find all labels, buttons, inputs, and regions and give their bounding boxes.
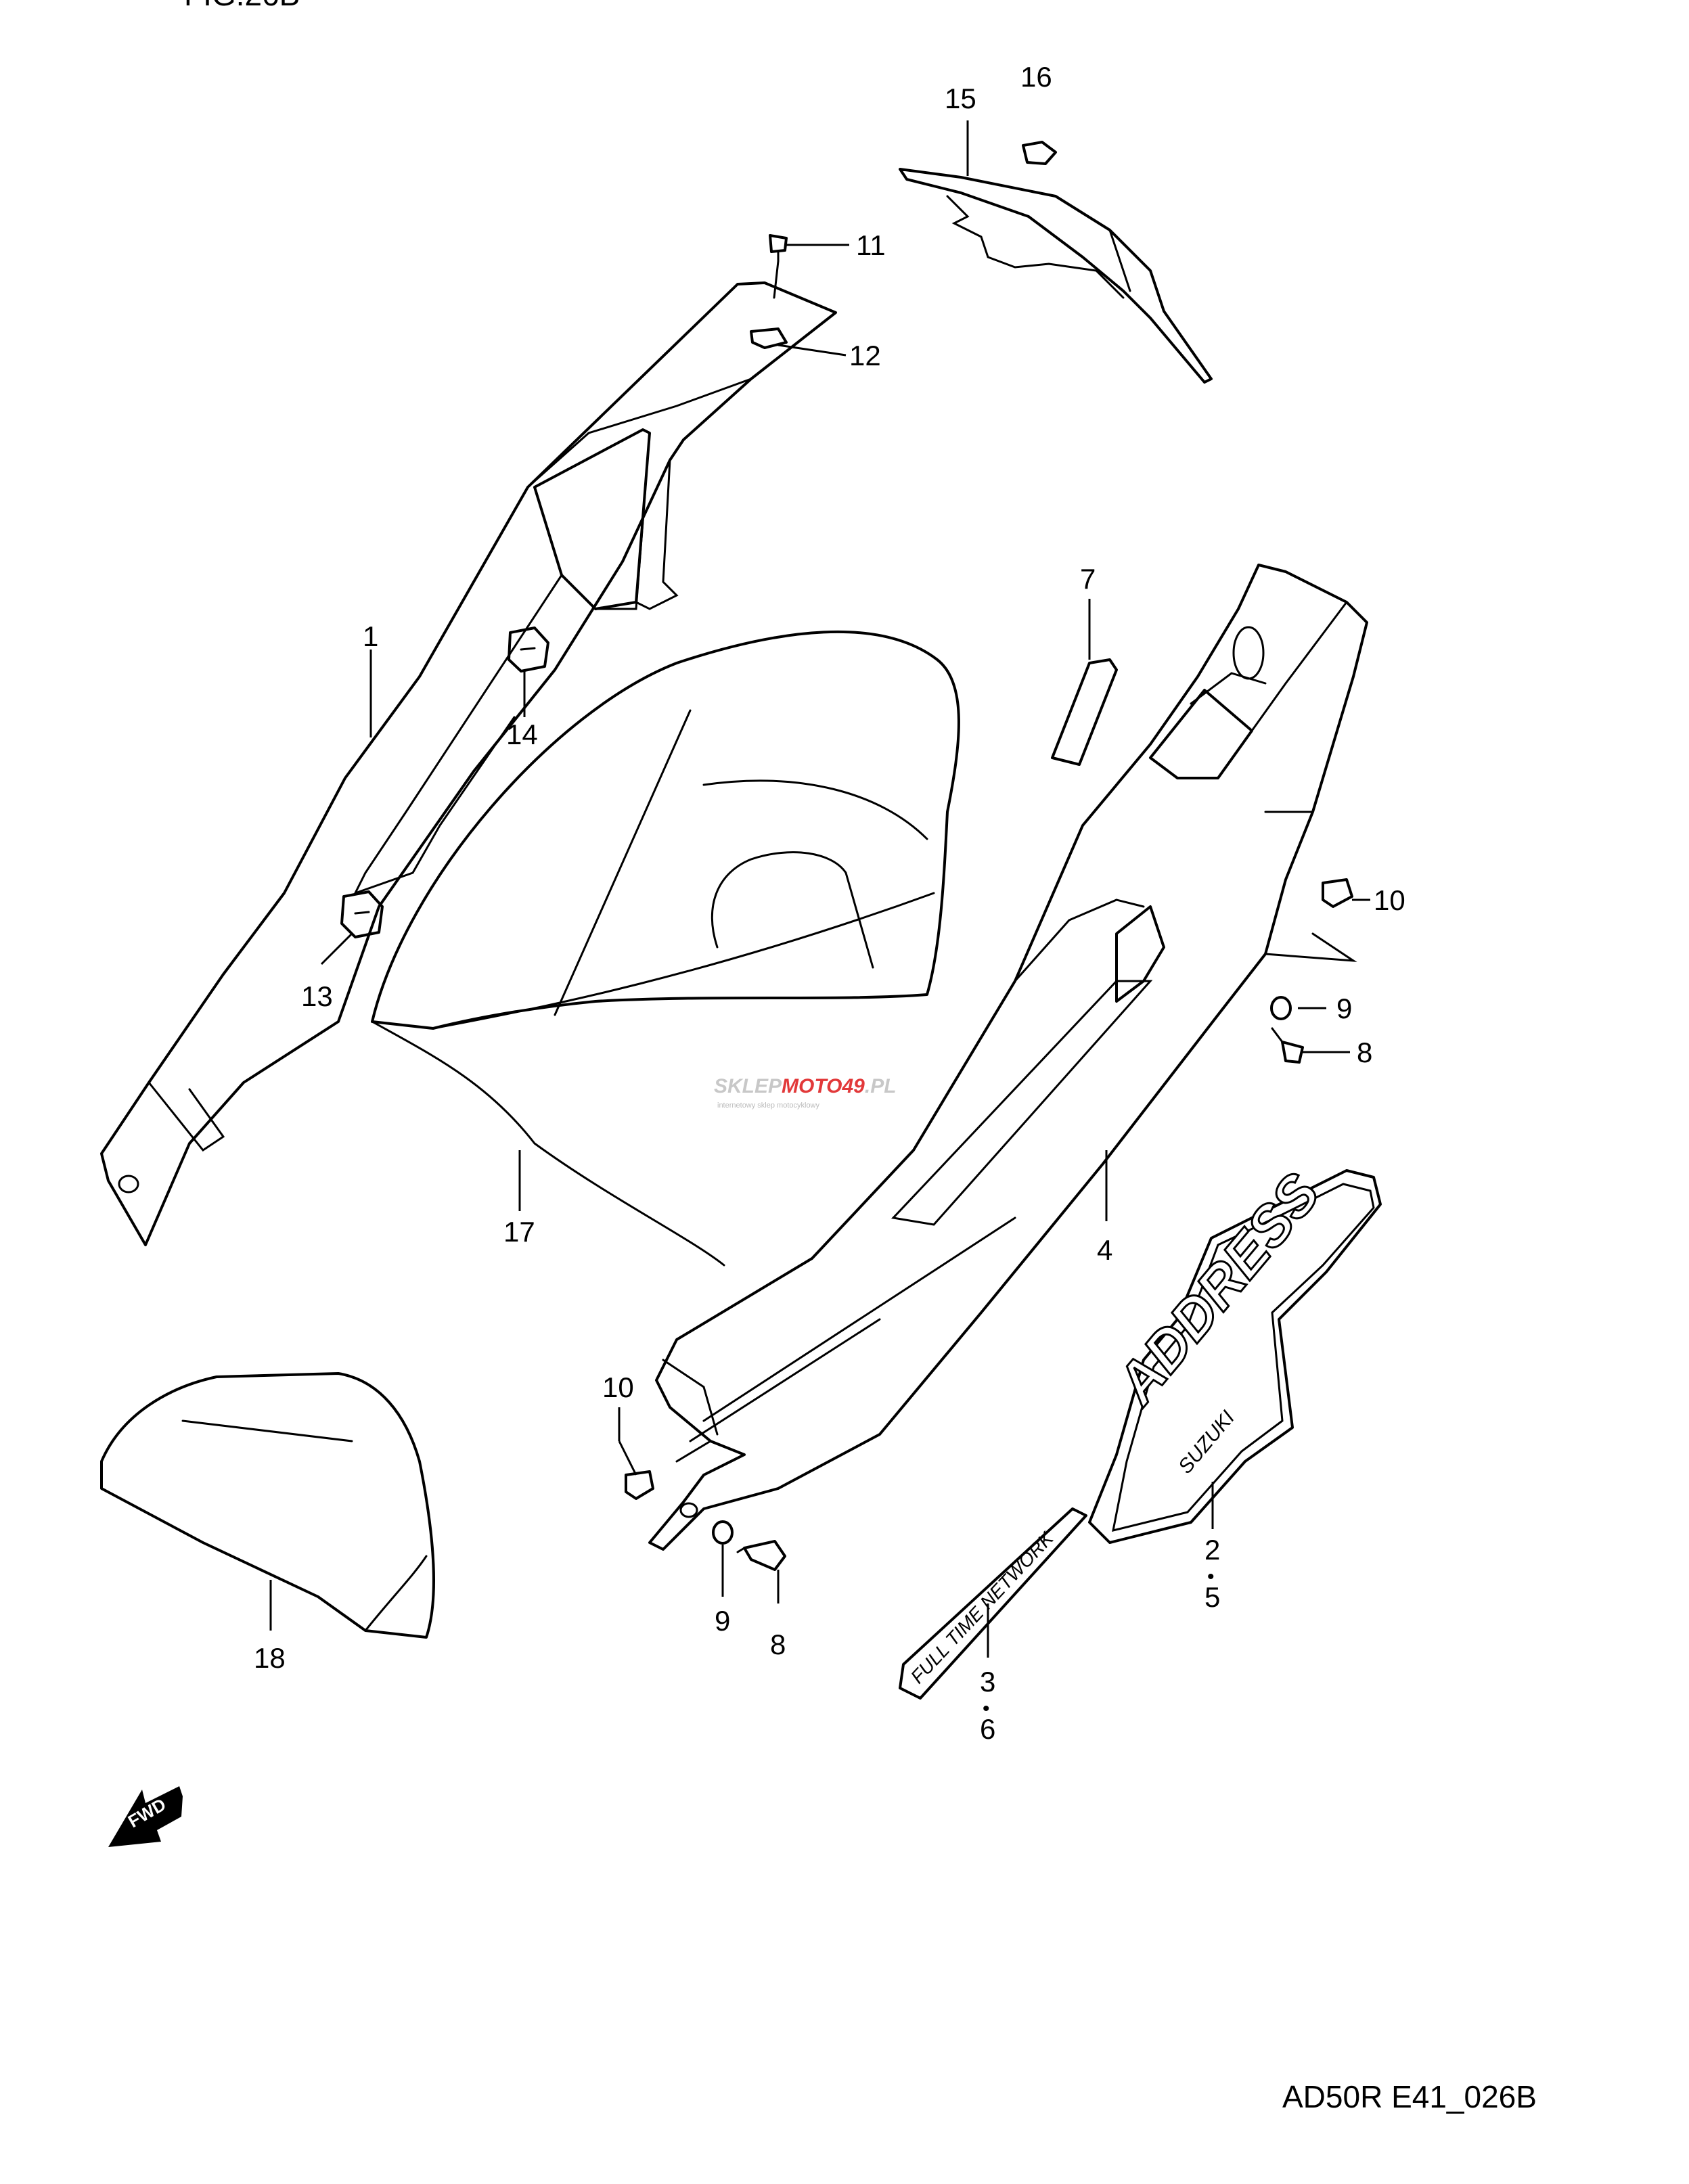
part-2-5-address-decal: ADDRESS SUZUKI [1088, 1160, 1382, 1544]
callout-18: 18 [254, 1642, 286, 1674]
callout-3: 3 [980, 1666, 995, 1698]
callout-5: 5 [1204, 1581, 1220, 1613]
callout-dot-2-5: • [1207, 1566, 1215, 1588]
callout-12: 12 [849, 340, 881, 371]
part-1-left-frame-cover [100, 281, 837, 1246]
part-12-clip [750, 327, 788, 349]
part-15-cover-piece [899, 168, 1213, 384]
callout-17: 17 [503, 1216, 535, 1248]
callout-11: 11 [856, 229, 886, 261]
callout-10-right: 10 [1374, 884, 1405, 916]
callout-16: 16 [1020, 61, 1052, 93]
part-10-nut-right [1322, 878, 1353, 908]
callout-6: 6 [980, 1713, 995, 1745]
part-7-pad [1051, 658, 1118, 766]
part-18-small-cover [100, 1372, 435, 1639]
part-10-nut-left [625, 1470, 654, 1500]
callout-15: 15 [945, 83, 976, 114]
watermark: SKLEPMOTO49.PL internetowy sklep motocyk… [714, 1075, 897, 1110]
part-13-grommet [340, 890, 384, 938]
network-decal-text: FULL TIME NETWORK [907, 1527, 1058, 1687]
callout-7: 7 [1080, 563, 1096, 595]
part-4-right-frame-cover [648, 564, 1368, 1551]
watermark-tagline: internetowy sklep motocyklowy [717, 1101, 820, 1110]
callout-dot-3-6: • [983, 1698, 990, 1720]
part-16-plug [1022, 141, 1057, 165]
part-17-inner-tub [371, 630, 960, 1267]
callout-14: 14 [506, 719, 538, 750]
callout-8-right: 8 [1357, 1037, 1372, 1068]
part-9-washer-left [712, 1520, 734, 1545]
leader-lines [269, 120, 1370, 1658]
watermark-num: 49 [841, 1075, 865, 1097]
part-8-screw-right [1271, 1027, 1304, 1064]
callout-13: 13 [301, 980, 333, 1012]
callout-4: 4 [1097, 1234, 1112, 1266]
callout-8-left: 8 [770, 1629, 786, 1660]
watermark-prefix: SKLEP [714, 1075, 782, 1097]
callout-1: 1 [363, 620, 378, 652]
watermark-suffix: .PL [865, 1075, 897, 1097]
callout-9-left: 9 [715, 1605, 730, 1637]
callout-numbers: 1 15 16 11 12 14 13 17 7 10 9 8 4 10 9 8… [254, 61, 1405, 1745]
svg-text:SKLEPMOTO49.PL: SKLEPMOTO49.PL [714, 1075, 897, 1097]
figure-header: FIG.26B [184, 0, 300, 12]
part-8-screw-left [736, 1540, 786, 1571]
suzuki-decal-text: SUZUKI [1174, 1407, 1239, 1478]
part-9-washer-right [1270, 996, 1292, 1020]
callout-9-right: 9 [1336, 993, 1352, 1024]
callout-2: 2 [1204, 1534, 1220, 1566]
watermark-mid: MOTO [782, 1075, 842, 1097]
diagram-code: AD50R E41_026B [1282, 2079, 1537, 2114]
part-14-grommet [508, 627, 549, 673]
fwd-arrow-icon: FWD [108, 1786, 183, 1847]
callout-10-left: 10 [602, 1371, 634, 1403]
part-11-screw [769, 234, 788, 299]
